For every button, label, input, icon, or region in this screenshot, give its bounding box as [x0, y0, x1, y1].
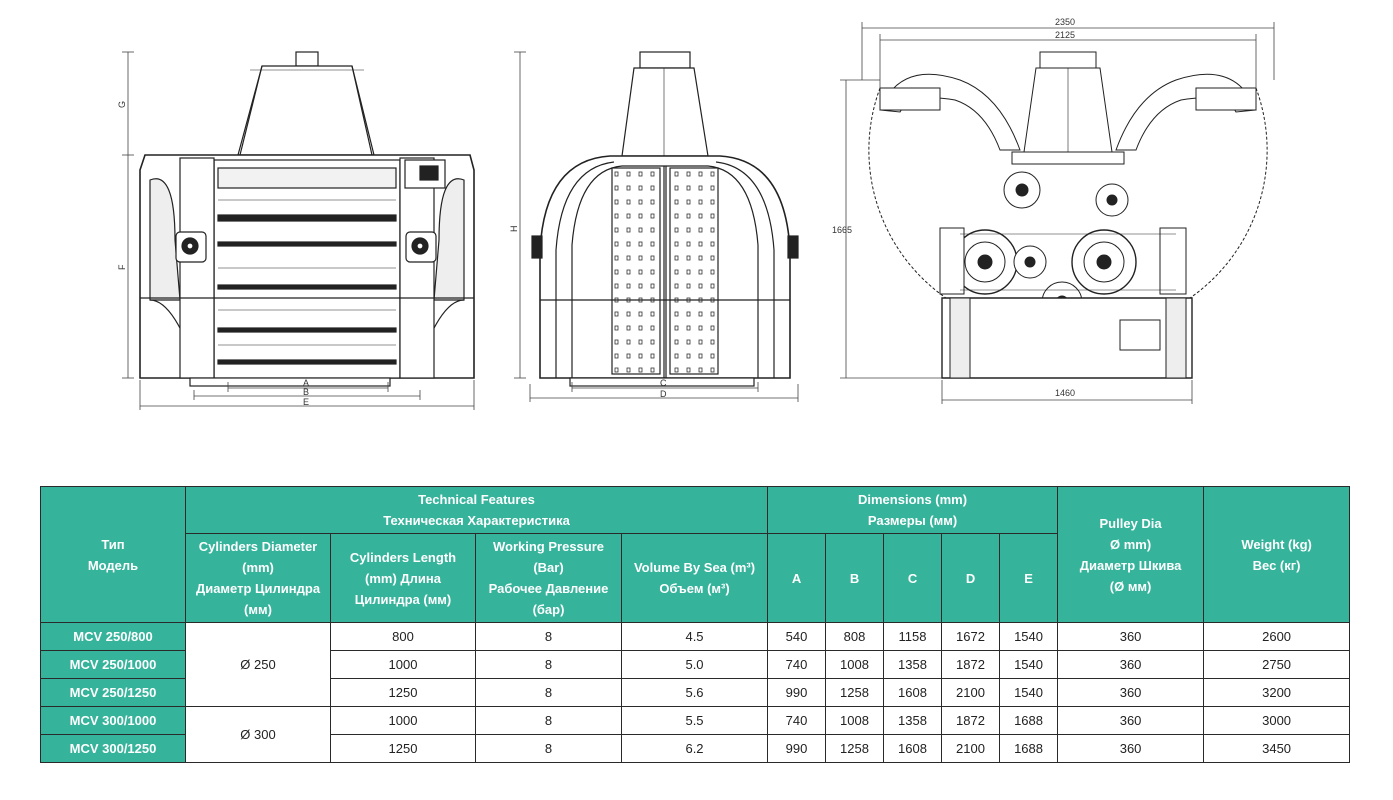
side-view-drawing: [514, 51, 799, 402]
dim-c-cell: 1158: [883, 622, 943, 651]
table-row: MCV 250/800 Ø 250 800 8 4.5 540 808 1158…: [40, 622, 1351, 707]
length-cell: 1000: [330, 706, 476, 735]
volume-cell: 5.0: [620, 650, 769, 679]
dim-d-cell: 2100: [941, 678, 1001, 707]
header-technical-features: Technical Features Техническая Характери…: [184, 486, 769, 534]
pulley-cell: 360: [1057, 622, 1205, 651]
weight-cell: 3450: [1203, 734, 1351, 763]
model-cell: MCV 300/1250: [40, 734, 186, 763]
pressure-cell: 8: [475, 650, 622, 679]
front-dim-label-b: B: [303, 387, 309, 397]
section-dim-label-2350: 2350: [1055, 17, 1075, 27]
model-cell: MCV 250/800: [40, 622, 186, 651]
pressure-cell: 8: [475, 678, 622, 707]
pulley-cell: 360: [1057, 706, 1205, 735]
pressure-cell: 8: [475, 734, 622, 763]
weight-cell: 2750: [1203, 650, 1351, 679]
dim-c-cell: 1358: [883, 706, 943, 735]
header-working-pressure: Working Pressure (Bar) Рабочее Давление …: [475, 533, 622, 623]
length-cell: 1000: [330, 650, 476, 679]
front-dim-label-g: G: [117, 101, 127, 108]
technical-drawings: G F A B E: [117, 17, 1275, 410]
front-dim-label-e: E: [303, 397, 309, 407]
diameter-cell: Ø 300: [185, 706, 331, 763]
dim-d-cell: 1872: [941, 706, 1001, 735]
dim-d-cell: 1872: [941, 650, 1001, 679]
dim-b-cell: 1008: [825, 706, 885, 735]
header-volume: Volume By Sea (m³) Объем (м³): [620, 533, 769, 623]
dim-c-cell: 1358: [883, 650, 943, 679]
dim-a-cell: 990: [767, 678, 827, 707]
section-dim-label-1665: 1665: [832, 225, 852, 235]
dim-a-cell: 990: [767, 734, 827, 763]
section-dim-label-2125: 2125: [1055, 30, 1075, 40]
specifications-table: Тип Модель Technical Features Техническа…: [40, 486, 1351, 763]
header-cylinders-diameter: Cylinders Diameter (mm) Диаметр Цилиндра…: [185, 533, 331, 623]
dim-c-cell: 1608: [883, 678, 943, 707]
dim-e-cell: 1688: [999, 706, 1059, 735]
header-pulley-dia: Pulley Dia Ø mm) Диаметр Шкива (Ø мм): [1057, 486, 1205, 623]
volume-cell: 6.2: [620, 734, 769, 763]
length-cell: 1250: [330, 734, 476, 763]
header-weight: Weight (kg) Вес (кг): [1203, 486, 1351, 623]
table-header-row-1: Тип Модель Technical Features Техническа…: [40, 486, 1351, 623]
table-header-row-2: Cylinders Diameter (mm) Диаметр Цилиндра…: [41, 533, 1350, 623]
dim-c-cell: 1608: [883, 734, 943, 763]
dim-d-cell: 2100: [941, 734, 1001, 763]
model-cell: MCV 250/1000: [40, 650, 186, 679]
pulley-cell: 360: [1057, 734, 1205, 763]
length-cell: 800: [330, 622, 476, 651]
diameter-cell: Ø 250: [185, 622, 331, 707]
front-dim-label-f: F: [117, 264, 127, 270]
pressure-cell: 8: [475, 622, 622, 651]
header-dim-a: A: [767, 533, 827, 623]
weight-cell: 3200: [1203, 678, 1351, 707]
dim-b-cell: 808: [825, 622, 885, 651]
header-dim-c: C: [883, 533, 943, 623]
front-view-drawing: [122, 51, 475, 410]
pulley-cell: 360: [1057, 678, 1205, 707]
header-cylinders-length: Cylinders Length (mm) Длина Цилиндра (мм…: [330, 533, 476, 623]
dim-b-cell: 1008: [825, 650, 885, 679]
dim-d-cell: 1672: [941, 622, 1001, 651]
dim-e-cell: 1540: [999, 622, 1059, 651]
weight-cell: 3000: [1203, 706, 1351, 735]
dim-e-cell: 1540: [999, 678, 1059, 707]
table-row: MCV 250/1250 1250 8 5.6 990 1258 1608 21…: [40, 678, 1351, 707]
length-cell: 1250: [330, 678, 476, 707]
dim-a-cell: 740: [767, 706, 827, 735]
model-cell: MCV 250/1250: [40, 678, 186, 707]
header-type: Тип Модель: [40, 486, 186, 623]
dim-b-cell: 1258: [825, 678, 885, 707]
section-view-drawing: [840, 22, 1275, 404]
dim-a-cell: 740: [767, 650, 827, 679]
header-dim-b: B: [825, 533, 885, 623]
table-row: MCV 300/1000 Ø 300 1000 8 5.5 740 1008 1…: [40, 706, 1351, 763]
dim-b-cell: 1258: [825, 734, 885, 763]
front-dim-label-a: A: [303, 378, 309, 388]
header-dim-e: E: [999, 533, 1059, 623]
volume-cell: 4.5: [620, 622, 769, 651]
side-dim-label-c: C: [660, 378, 667, 388]
dim-e-cell: 1688: [999, 734, 1059, 763]
section-dim-label-1460: 1460: [1055, 388, 1075, 398]
dim-a-cell: 540: [767, 622, 827, 651]
side-dim-label-h: H: [509, 226, 519, 233]
dim-e-cell: 1540: [999, 650, 1059, 679]
header-dim-d: D: [941, 533, 1001, 623]
pulley-cell: 360: [1057, 650, 1205, 679]
header-dimensions: Dimensions (mm) Размеры (мм): [767, 486, 1059, 534]
model-cell: MCV 300/1000: [40, 706, 186, 735]
volume-cell: 5.5: [620, 706, 769, 735]
volume-cell: 5.6: [620, 678, 769, 707]
weight-cell: 2600: [1203, 622, 1351, 651]
pressure-cell: 8: [475, 706, 622, 735]
side-dim-label-d: D: [660, 389, 667, 399]
table-row: MCV 300/1250 1250 8 6.2 990 1258 1608 21…: [40, 734, 1351, 763]
